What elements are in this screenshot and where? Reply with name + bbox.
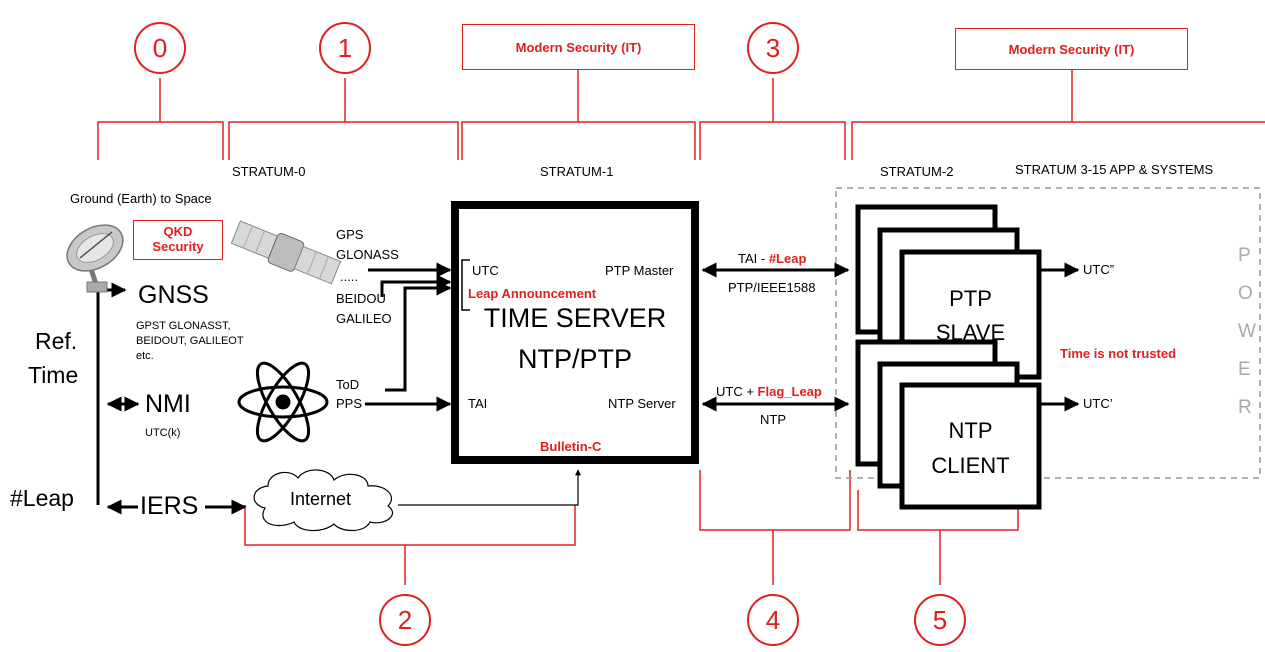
satellite-dish-icon bbox=[66, 224, 124, 293]
gps-label: GPS bbox=[336, 227, 364, 242]
ptp-master-label: PTP Master bbox=[605, 263, 674, 278]
bracket-0 bbox=[97, 121, 224, 160]
qkd-security-label: Security bbox=[152, 239, 204, 254]
glonass-label: GLONASS bbox=[336, 247, 399, 262]
bracket-5 bbox=[857, 490, 1019, 531]
time-label: Time bbox=[28, 362, 79, 388]
time-server-protocols: NTP/PTP bbox=[517, 344, 632, 374]
gnss-sub3: etc. bbox=[136, 350, 154, 362]
utc-ntp-output-label: UTC’ bbox=[1083, 396, 1113, 411]
stratum-3-15-label: STRATUM 3-15 APP & SYSTEMS bbox=[1015, 162, 1214, 177]
marker-2: 2 bbox=[379, 594, 431, 646]
utc-flag-leap-label: UTC + Flag_Leap bbox=[716, 385, 822, 398]
ntp-protocol-label: NTP bbox=[760, 412, 786, 427]
ntp-client-box bbox=[899, 382, 1042, 510]
ntp-client-line1: NTP bbox=[948, 418, 993, 443]
bracket-3 bbox=[699, 121, 846, 160]
marker-5: 5 bbox=[914, 594, 966, 646]
server-utc-label: UTC bbox=[472, 263, 499, 278]
ref-to-gnss-arrow bbox=[96, 282, 127, 505]
bracket-it2 bbox=[851, 121, 1265, 160]
tod-arrow bbox=[385, 280, 452, 392]
time-server-title: TIME SERVER bbox=[483, 303, 667, 333]
bracket-4 bbox=[699, 470, 851, 531]
marker-4: 4 bbox=[747, 594, 799, 646]
atom-icon bbox=[237, 361, 329, 443]
power-letter-r: R bbox=[1238, 397, 1252, 418]
marker-1: 1 bbox=[319, 22, 371, 74]
utc-prefix: UTC + bbox=[716, 384, 758, 399]
marker-0: 0 bbox=[134, 22, 186, 74]
leap-count-label: #Leap bbox=[10, 485, 74, 511]
time-not-trusted-label: Time is not trusted bbox=[1060, 346, 1177, 361]
marker-3: 3 bbox=[747, 22, 799, 74]
ptp-protocol-label: PTP/IEEE1588 bbox=[728, 280, 816, 295]
stratum-0-label: STRATUM-0 bbox=[232, 164, 306, 179]
nmi-sub: UTC(k) bbox=[145, 427, 181, 439]
gnss-sub2: BEIDOUT, GALILEOT bbox=[136, 335, 244, 347]
input-brace bbox=[461, 259, 470, 311]
tai-leap: #Leap bbox=[768, 251, 807, 266]
gnss-label: GNSS bbox=[138, 281, 209, 309]
beidou-arrow bbox=[380, 274, 452, 297]
utc-ptp-output-label: UTC” bbox=[1083, 262, 1115, 277]
time-server-box bbox=[451, 201, 699, 464]
iers-label: IERS bbox=[140, 492, 199, 520]
tai-leap-label: TAI - #Leap bbox=[738, 252, 806, 265]
qkd-label: QKD bbox=[163, 224, 193, 240]
utc-flag: Flag_Leap bbox=[757, 384, 822, 399]
ground-to-space-label: Ground (Earth) to Space bbox=[70, 191, 212, 206]
ref-label: Ref. bbox=[35, 328, 78, 354]
modern-security-box-1: Modern Security (IT) bbox=[462, 24, 695, 70]
ptp-slave-line1: PTP bbox=[949, 286, 992, 311]
power-letter-e: E bbox=[1238, 359, 1251, 380]
stratum-2-label: STRATUM-2 bbox=[880, 164, 954, 179]
satellite-icon bbox=[230, 220, 342, 285]
internet-to-server-line bbox=[398, 469, 581, 506]
leap-announcement-label: Leap Announcement bbox=[468, 286, 597, 301]
server-tai-label: TAI bbox=[468, 396, 488, 411]
galileo-label: GALILEO bbox=[336, 311, 392, 326]
stratum-region-dashed bbox=[835, 187, 1261, 479]
stratum-1-label: STRATUM-1 bbox=[540, 164, 614, 179]
power-letter-o: O bbox=[1238, 283, 1253, 304]
cloud-icon bbox=[253, 469, 394, 532]
beidou-label: BEIDOU bbox=[336, 291, 386, 306]
ntp-server-label: NTP Server bbox=[608, 396, 676, 411]
power-letter-w: W bbox=[1238, 321, 1256, 342]
ellipsis-label: ..... bbox=[340, 269, 359, 284]
qkd-security-box: QKD Security bbox=[133, 220, 223, 260]
bulletin-c-label: Bulletin-C bbox=[540, 439, 602, 454]
nmi-label: NMI bbox=[145, 390, 191, 418]
power-letter-p: P bbox=[1238, 245, 1251, 266]
ntp-client-line2: CLIENT bbox=[931, 453, 1010, 478]
tod-label: ToD bbox=[336, 377, 360, 392]
bracket-1 bbox=[228, 121, 459, 160]
tai-prefix: TAI - bbox=[738, 251, 769, 266]
modern-security-box-2: Modern Security (IT) bbox=[955, 28, 1188, 70]
ptp-slave-line2: SLAVE bbox=[935, 320, 1006, 345]
bracket-2 bbox=[244, 505, 576, 546]
pps-label: PPS bbox=[336, 396, 363, 411]
bracket-it1 bbox=[461, 121, 696, 160]
gnss-sub1: GPST GLONASST, bbox=[136, 320, 231, 332]
bottom-brackets bbox=[244, 470, 1019, 585]
internet-label: Internet bbox=[290, 489, 352, 509]
top-brackets bbox=[97, 70, 1265, 160]
